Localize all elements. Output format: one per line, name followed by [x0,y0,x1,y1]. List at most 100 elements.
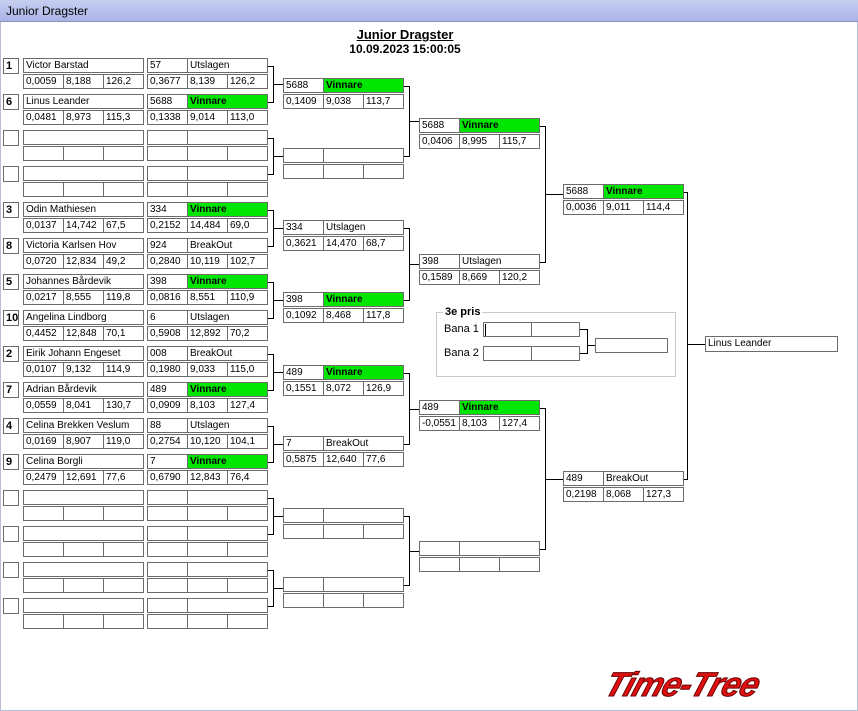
speed[interactable] [103,146,144,161]
car-number[interactable] [147,598,188,613]
driver-name[interactable] [23,490,144,505]
race-status[interactable] [187,166,268,181]
speed[interactable]: 113,0 [227,110,268,125]
reaction-time[interactable] [23,506,64,521]
elapsed-time[interactable]: 8,139 [187,74,228,89]
reaction-time[interactable] [283,593,324,608]
elapsed-time[interactable]: 8,068 [603,487,644,502]
race-status[interactable]: Vinnare [323,292,404,307]
elapsed-time[interactable] [187,578,228,593]
driver-name[interactable]: Angelina Lindborg [23,310,144,325]
elapsed-time[interactable]: 14,742 [63,218,104,233]
speed[interactable] [103,506,144,521]
car-number[interactable] [283,508,324,523]
driver-name[interactable]: Celina Brekken Veslum [23,418,144,433]
reaction-time[interactable]: 0,1338 [147,110,188,125]
elapsed-time[interactable] [187,542,228,557]
speed[interactable] [227,146,268,161]
car-number[interactable]: 489 [283,365,324,380]
race-status[interactable] [459,541,540,556]
reaction-time[interactable]: 0,0406 [419,134,460,149]
speed[interactable]: 104,1 [227,434,268,449]
car-number[interactable] [147,130,188,145]
car-number[interactable] [283,577,324,592]
car-number[interactable]: 008 [147,346,188,361]
race-status[interactable]: BreakOut [323,436,404,451]
race-status[interactable]: BreakOut [187,238,268,253]
race-status[interactable]: Vinnare [187,382,268,397]
car-number[interactable] [147,490,188,505]
reaction-time[interactable] [147,506,188,521]
reaction-time[interactable]: 0,0720 [23,254,64,269]
race-status[interactable]: Vinnare [187,274,268,289]
reaction-time[interactable]: 0,0909 [147,398,188,413]
reaction-time[interactable]: 0,2754 [147,434,188,449]
reaction-time[interactable] [147,542,188,557]
car-number[interactable]: 334 [283,220,324,235]
car-number[interactable] [283,148,324,163]
reaction-time[interactable]: 0,0217 [23,290,64,305]
reaction-time[interactable] [23,542,64,557]
elapsed-time[interactable]: 8,103 [187,398,228,413]
reaction-time[interactable]: 0,0559 [23,398,64,413]
race-status[interactable]: Vinnare [459,118,540,133]
speed[interactable] [103,182,144,197]
bronze-lane2-input[interactable] [483,346,532,361]
car-number[interactable]: 924 [147,238,188,253]
elapsed-time[interactable] [63,506,104,521]
car-number[interactable] [147,526,188,541]
elapsed-time[interactable]: 12,691 [63,470,104,485]
reaction-time[interactable]: 0,0816 [147,290,188,305]
speed[interactable] [499,557,540,572]
speed[interactable]: 127,3 [643,487,684,502]
speed[interactable] [363,164,404,179]
car-number[interactable]: 489 [147,382,188,397]
driver-name[interactable]: Victor Barstad [23,58,144,73]
speed[interactable]: 102,7 [227,254,268,269]
elapsed-time[interactable]: 10,120 [187,434,228,449]
elapsed-time[interactable]: 8,103 [459,416,500,431]
elapsed-time[interactable] [187,146,228,161]
car-number[interactable] [147,166,188,181]
reaction-time[interactable] [283,524,324,539]
driver-name[interactable] [23,598,144,613]
elapsed-time[interactable]: 12,892 [187,326,228,341]
car-number[interactable] [419,541,460,556]
race-status[interactable]: Vinnare [323,78,404,93]
speed[interactable]: 130,7 [103,398,144,413]
car-number[interactable]: 398 [147,274,188,289]
driver-name[interactable]: Victoria Karlsen Hov [23,238,144,253]
race-status[interactable] [187,598,268,613]
reaction-time[interactable]: 0,2198 [563,487,604,502]
speed[interactable]: 115,7 [499,134,540,149]
elapsed-time[interactable]: 8,041 [63,398,104,413]
speed[interactable] [103,578,144,593]
race-status[interactable]: Utslagen [187,418,268,433]
reaction-time[interactable]: 0,2840 [147,254,188,269]
elapsed-time[interactable] [63,182,104,197]
speed[interactable]: 115,3 [103,110,144,125]
speed[interactable]: 115,0 [227,362,268,377]
reaction-time[interactable]: 0,0137 [23,218,64,233]
elapsed-time[interactable]: 8,669 [459,270,500,285]
elapsed-time[interactable] [187,506,228,521]
driver-name[interactable]: Odin Mathiesen [23,202,144,217]
elapsed-time[interactable]: 8,551 [187,290,228,305]
speed[interactable]: 126,9 [363,381,404,396]
speed[interactable]: 120,2 [499,270,540,285]
elapsed-time[interactable]: 9,011 [603,200,644,215]
driver-name[interactable] [23,526,144,541]
speed[interactable]: 76,4 [227,470,268,485]
elapsed-time[interactable]: 8,973 [63,110,104,125]
elapsed-time[interactable] [187,182,228,197]
elapsed-time[interactable] [63,146,104,161]
race-status[interactable]: Vinnare [603,184,684,199]
speed[interactable]: 114,9 [103,362,144,377]
speed[interactable]: 70,2 [227,326,268,341]
reaction-time[interactable] [23,182,64,197]
car-number[interactable]: 398 [419,254,460,269]
race-status[interactable]: Utslagen [187,58,268,73]
speed[interactable]: 114,4 [643,200,684,215]
speed[interactable]: 70,1 [103,326,144,341]
bronze-lane1-result[interactable] [531,322,580,337]
